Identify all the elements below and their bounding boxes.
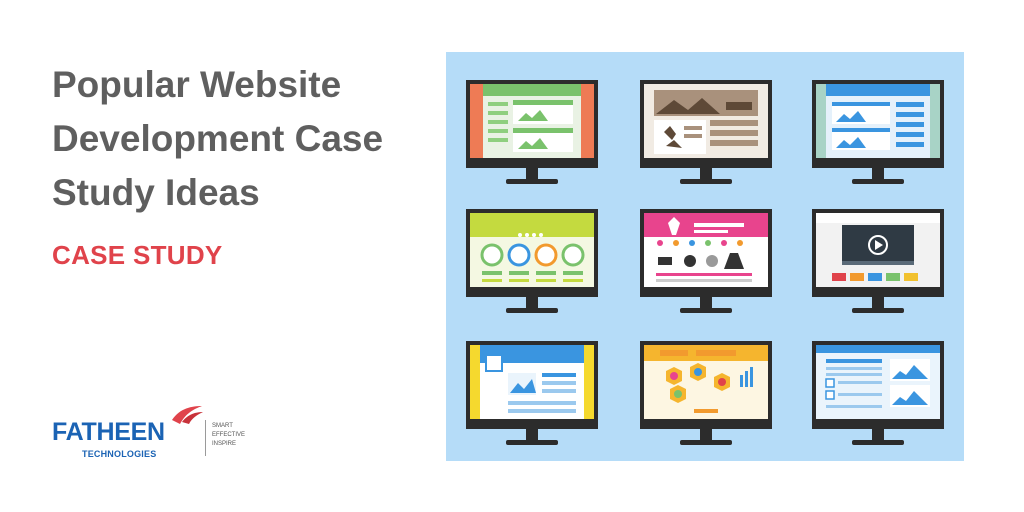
logo-tagline-1: SMART — [212, 423, 233, 429]
logo-tagline-2: EFFECTIVE — [212, 432, 246, 438]
monitor-8 — [640, 341, 772, 445]
monitor-5 — [640, 209, 772, 313]
headline-line-2: Development Case — [52, 118, 384, 159]
logo-divider — [205, 420, 206, 456]
monitor-4 — [466, 209, 598, 313]
logo-tagline-3: INSPIRE — [212, 441, 237, 447]
monitor-6 — [812, 209, 944, 313]
monitor-7 — [466, 341, 598, 445]
website-monitors-grid-icon — [466, 80, 944, 445]
logo-subtitle: TECHNOLOGIES — [82, 449, 157, 459]
logo-swoosh-icon — [172, 406, 203, 424]
company-logo: FATHEEN TECHNOLOGIES SMART EFFECTIVE INS… — [52, 404, 252, 464]
logo-tagline: SMART EFFECTIVE INSPIRE — [212, 422, 245, 449]
monitor-2 — [640, 80, 772, 184]
monitor-9 — [812, 341, 944, 445]
monitor-1 — [466, 80, 598, 184]
monitor-3 — [812, 80, 944, 184]
logo-name: FATHEEN — [52, 418, 165, 446]
headline-line-3: Study Ideas — [52, 172, 260, 213]
hero-illustration — [446, 52, 964, 461]
headline-line-1: Popular Website — [52, 64, 342, 105]
headline: Popular Website Development Case Study I… — [52, 58, 442, 220]
case-study-label: CASE STUDY — [52, 240, 223, 270]
